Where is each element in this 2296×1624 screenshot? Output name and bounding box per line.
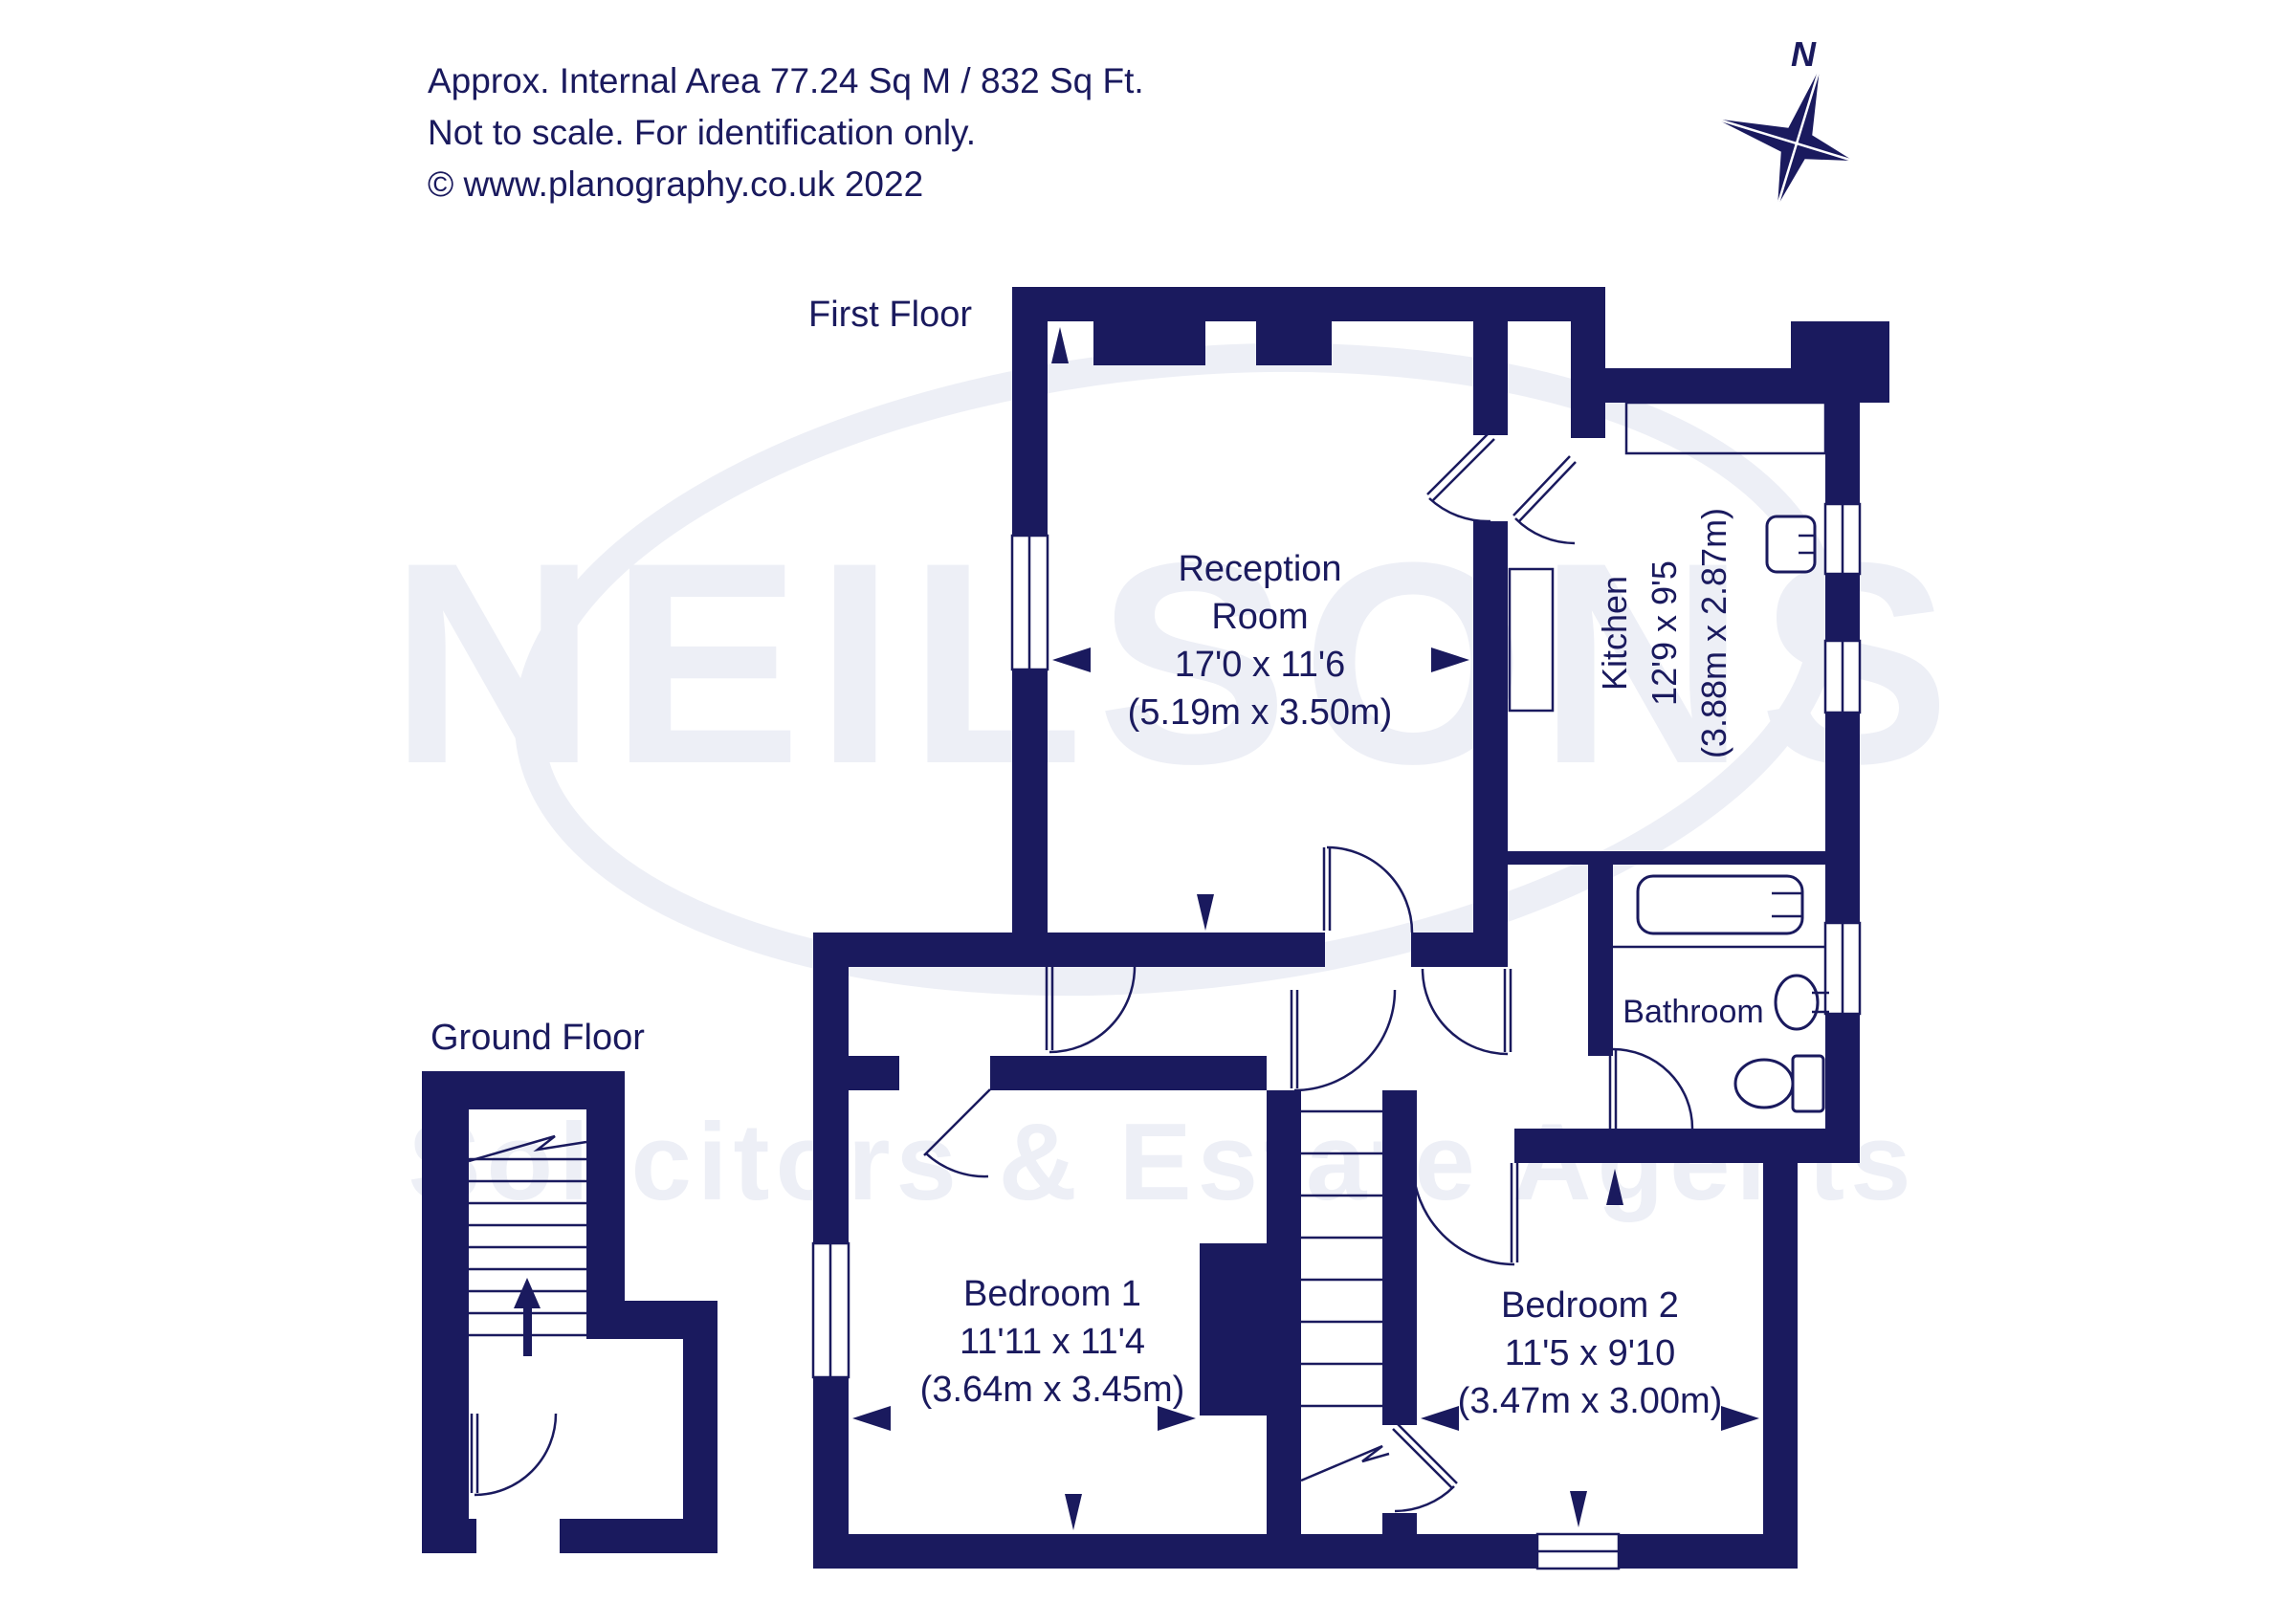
bedroom2-down-arrow-icon	[1570, 1491, 1587, 1527]
room-dims-imperial: 11'11 x 11'4	[959, 1322, 1146, 1362]
reception-right-arrow-icon	[1431, 647, 1469, 672]
ground-floor-walls	[422, 1071, 718, 1553]
chimney-breast-left	[1093, 321, 1205, 365]
not-to-scale-text: Not to scale. For identification only.	[428, 113, 977, 152]
stair-top-door-icon	[1290, 989, 1397, 1092]
room-name: Bathroom	[1623, 994, 1764, 1030]
stair-right-wall	[1382, 1090, 1417, 1425]
bedroom1-right-arrow-icon	[1158, 1406, 1196, 1431]
room-dims-metric: (3.64m x 3.45m)	[919, 1370, 1185, 1410]
room-name: Bedroom 1	[963, 1274, 1141, 1314]
bedroom2-right-arrow-icon	[1721, 1406, 1759, 1431]
room-dims-metric: (3.47m x 3.00m)	[1457, 1381, 1723, 1421]
room-name: Bedroom 2	[1501, 1285, 1679, 1326]
compass-north-label: N	[1791, 34, 1816, 74]
kitchen-label: Kitchen 12'9 x 9'5 (3.88m x 2.87m)	[1590, 428, 1753, 839]
bedroom2-left-arrow-icon	[1421, 1406, 1459, 1431]
room-dims-imperial: 17'0 x 11'6	[1174, 645, 1346, 685]
bedroom1-left-arrow-icon	[852, 1406, 891, 1431]
reception-up-arrow-icon	[1051, 327, 1069, 363]
reception-window-icon	[1010, 534, 1049, 671]
stair-bottom-door-icon	[1392, 1423, 1458, 1513]
room-name: Reception	[1178, 549, 1342, 589]
copyright-text: © www.planography.co.uk 2022	[428, 165, 924, 204]
hall-corridor-door-icon	[1421, 968, 1512, 1056]
kitchen-window-upper-icon	[1823, 502, 1862, 576]
first-floor-doors	[923, 432, 1694, 1513]
bedroom2-door-icon	[1411, 1162, 1519, 1266]
reception-vestibule-door-icon	[1426, 432, 1495, 523]
bathroom-sink-icon	[1774, 974, 1829, 1031]
first-floor-label: First Floor	[808, 295, 972, 335]
room-name-2: Room	[1211, 597, 1309, 637]
stair-break-line	[468, 1134, 587, 1163]
chimney-breast-right	[1256, 321, 1332, 365]
kitchen-sink-icon	[1765, 515, 1817, 574]
bedroom1-window-icon	[811, 1241, 850, 1379]
bedroom2-up-arrow-icon	[1606, 1169, 1623, 1205]
stair-left-wall	[1267, 1090, 1301, 1534]
watermark-brand: NEILSONS	[389, 502, 1964, 823]
kitchen-door-icon	[1512, 455, 1577, 545]
reception-hall-door-left-icon	[1045, 966, 1137, 1054]
bathroom-window-icon	[1823, 921, 1862, 1016]
bathroom-label: Bathroom	[1569, 990, 1818, 1034]
ground-floor-door-icon	[470, 1413, 558, 1497]
kitchen-window-lower-icon	[1823, 639, 1862, 714]
bedroom2-label: Bedroom 2 11'5 x 9'10 (3.47m x 3.00m)	[1375, 1282, 1805, 1425]
stairs-up-arrow-icon	[514, 1278, 541, 1356]
dimension-arrows	[852, 327, 1759, 1530]
internal-area-text: Approx. Internal Area 77.24 Sq M / 832 S…	[428, 61, 1144, 100]
bathroom-door-icon	[1608, 1047, 1694, 1130]
bedroom1-down-arrow-icon	[1065, 1494, 1082, 1530]
reception-left-arrow-icon	[1052, 647, 1091, 672]
bedroom1-pier	[1200, 1243, 1267, 1416]
header-block: Approx. Internal Area 77.24 Sq M / 832 S…	[428, 55, 1144, 210]
ground-floor-plan	[422, 1071, 718, 1553]
reception-room-label: Reception Room 17'0 x 11'6 (5.19m x 3.50…	[1045, 545, 1475, 736]
ground-floor-staircase	[468, 1134, 587, 1337]
bedroom2-window-icon	[1535, 1532, 1621, 1570]
toilet-icon	[1733, 1054, 1825, 1113]
room-dims-imperial: 12'9 x 9'5	[1645, 560, 1684, 706]
bathtub-icon	[1636, 874, 1804, 935]
room-dims-metric: (5.19m x 3.50m)	[1127, 692, 1393, 733]
kitchen-counter-icon	[1508, 401, 1827, 713]
stair-break-line	[1300, 1444, 1390, 1482]
bedroom1-label: Bedroom 1 11'11 x 11'4 (3.64m x 3.45m)	[837, 1270, 1268, 1414]
reception-down-arrow-icon	[1197, 894, 1214, 931]
first-floor-walls	[813, 287, 1889, 1569]
first-floor-windows	[811, 502, 1862, 1570]
room-name: Kitchen	[1595, 575, 1634, 691]
first-floor-staircase	[1300, 1109, 1390, 1482]
fixtures	[1508, 401, 1829, 1113]
ground-floor-label: Ground Floor	[430, 1018, 645, 1058]
bedroom1-door-icon	[923, 1088, 991, 1178]
reception-hall-door-right-icon	[1322, 845, 1414, 933]
compass-icon	[1715, 68, 1854, 207]
room-dims-metric: (3.88m x 2.87m)	[1694, 507, 1733, 759]
room-dims-imperial: 11'5 x 9'10	[1504, 1333, 1676, 1373]
